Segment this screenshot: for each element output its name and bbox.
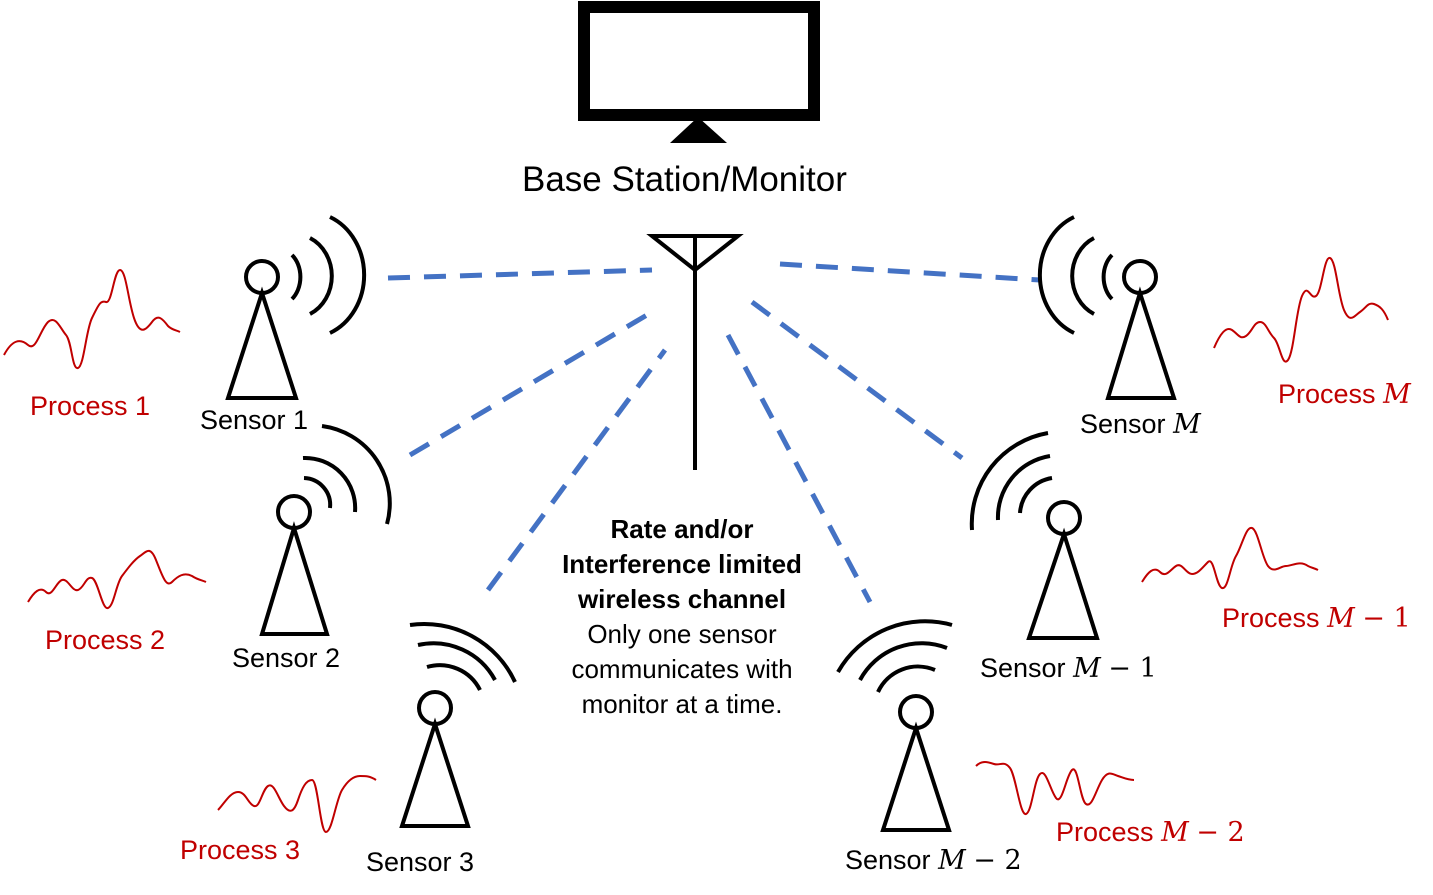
process-m-symbol: M [1383,379,1411,410]
sensor-m-label-text: Sensor [1080,409,1166,439]
process-m-1-symbol: M [1327,603,1355,634]
sensor-m-2-icon [836,619,953,832]
process-2-label: Process 2 [45,625,166,655]
sensor-m-label: Sensor M [1080,409,1201,440]
sensor-3-icon [399,621,517,828]
sensor-2-label: Sensor 2 [232,643,341,673]
process-m-2-label: Process M − 2 [1056,817,1245,848]
link-sensor-2 [408,309,654,458]
sensor-m-symbol: M [1173,409,1201,440]
link-sensor-3 [485,348,668,592]
process-m-1-label: Process M − 1 [1222,603,1411,634]
process-m-2-label-text: Process [1056,817,1154,847]
process-1-label: Process 1 [30,391,151,421]
wireless-links [387,261,1041,604]
monitor-icon [578,1,820,143]
signal-process-3-icon [217,775,377,833]
process-m-1-suffix: − 1 [1362,603,1411,634]
process-signals [3,256,1389,833]
process-3-label: Process 3 [180,835,301,865]
process-m-label-text: Process [1278,379,1376,409]
link-sensor-m [779,261,1041,283]
sensor-m-1-symbol: M [1073,653,1101,684]
sensor-m-1-icon [969,431,1100,640]
base-antenna-icon [646,234,744,470]
sensor-m-2-symbol: M [938,845,966,876]
sensor-m-2-label: Sensor M − 2 [845,845,1022,876]
channel-description-box: Rate and/or Interference limited wireles… [556,512,808,722]
signal-process-2-icon [27,549,207,609]
process-m-2-symbol: M [1161,817,1189,848]
process-m-1-label-text: Process [1222,603,1320,633]
sensor-m-icon [1037,215,1177,400]
signal-process-m-2-icon [975,761,1135,816]
link-sensor-m-2 [725,333,873,604]
sensor-1-icon [225,215,367,400]
channel-title: Rate and/or Interference limited wireles… [562,514,802,614]
signal-process-1-icon [3,269,181,369]
base-station-label: Base Station/Monitor [522,160,847,199]
sensor-m-1-label: Sensor M − 1 [980,653,1157,684]
sensor-m-1-suffix: − 1 [1108,653,1157,684]
sensor-2-icon [259,424,392,636]
signal-process-m-1-icon [1141,526,1319,589]
link-sensor-1 [387,267,653,281]
sensor-m-2-suffix: − 2 [973,845,1022,876]
channel-description: Only one sensor communicates with monito… [571,619,793,719]
sensor-m-2-label-text: Sensor [845,845,931,875]
sensor-3-label: Sensor 3 [366,847,475,877]
sensor-1-label: Sensor 1 [200,405,309,435]
signal-process-m-icon [1213,256,1389,363]
sensor-m-1-label-text: Sensor [980,653,1066,683]
process-m-label: Process M [1278,379,1411,410]
process-m-2-suffix: − 2 [1196,817,1245,848]
link-sensor-m-1 [750,299,964,461]
